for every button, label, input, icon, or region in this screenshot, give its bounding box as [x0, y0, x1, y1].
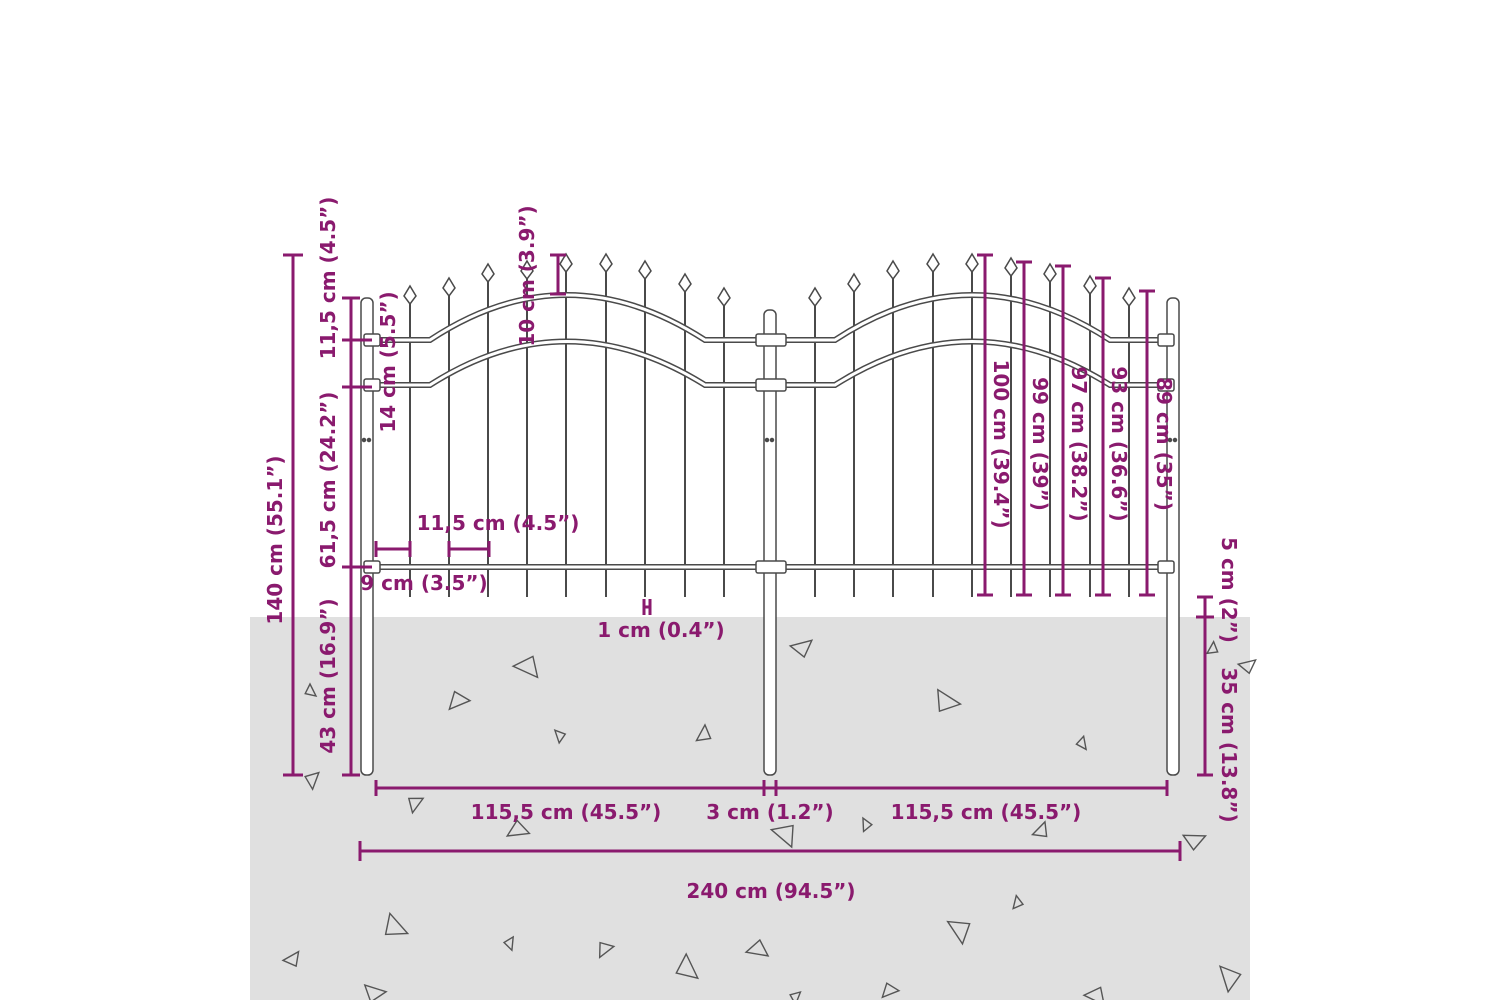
label-ground-clearance: 5 cm (2”) — [1217, 537, 1241, 643]
stone — [448, 690, 472, 711]
spike-tip — [808, 286, 822, 308]
right-post-bracket — [1157, 378, 1175, 392]
dimension-lines — [283, 253, 1214, 861]
right-upper-rail-inner — [776, 293, 1167, 342]
stone — [788, 639, 814, 659]
fence-drawing — [360, 252, 1180, 776]
label-spike-gap: 11,5 cm (4.5”) — [417, 511, 580, 535]
stone — [1236, 658, 1257, 675]
stone — [1181, 834, 1208, 852]
post-bolt — [361, 437, 367, 443]
spike-tip — [638, 259, 652, 281]
spike-tip — [442, 276, 456, 298]
post-bolt — [769, 437, 775, 443]
spike-tip — [847, 272, 861, 294]
right-lower-rail-inner — [776, 340, 1167, 387]
stone — [946, 920, 971, 946]
label-panel-left: 115,5 cm (45.5”) — [471, 800, 662, 824]
label-bar-99: 99 cm (39”) — [1028, 377, 1052, 511]
post-bolt — [1172, 437, 1178, 443]
label-underground: 43 cm (16.9”) — [316, 598, 340, 753]
middle-post-bracket — [755, 560, 787, 574]
stone — [769, 824, 794, 849]
stone — [675, 952, 700, 980]
stone — [744, 938, 770, 957]
stone — [553, 729, 567, 745]
spike-tip — [1083, 274, 1097, 296]
right-post-bracket — [1157, 560, 1175, 574]
spike-tip — [599, 252, 613, 274]
spike-tip — [926, 252, 940, 274]
spike-tip — [1004, 256, 1018, 278]
label-total-height: 140 cm (55.1”) — [263, 455, 287, 624]
ground-area — [250, 617, 1250, 1000]
fence-post — [360, 297, 374, 776]
left-upper-rail — [372, 292, 764, 343]
stone — [1218, 965, 1242, 994]
stone — [363, 983, 388, 1000]
stone — [1030, 820, 1048, 838]
stone — [1205, 640, 1219, 655]
label-panel-right: 115,5 cm (45.5”) — [891, 800, 1082, 824]
stone — [502, 935, 515, 952]
label-spike-height: 10 cm (3.9”) — [515, 205, 539, 346]
spike-tip — [559, 252, 573, 274]
spike-tip — [717, 286, 731, 308]
label-middle-section: 61,5 cm (24.2”) — [316, 392, 340, 569]
left-lower-rail-inner — [372, 340, 764, 387]
stone — [598, 941, 616, 959]
stone — [511, 655, 539, 679]
middle-post-bracket — [755, 378, 787, 392]
post-bolt — [1167, 437, 1173, 443]
ground-stones — [281, 639, 1257, 1000]
label-bar-100: 100 cm (39.4”) — [989, 359, 1013, 528]
fence-post — [1166, 297, 1180, 776]
label-post-underground: 35 cm (13.8”) — [1217, 667, 1241, 822]
stone — [304, 682, 318, 698]
left-upper-rail-inner — [372, 293, 764, 342]
label-post-width: 3 cm (1.2”) — [706, 800, 833, 824]
fence-post — [763, 309, 777, 776]
stone — [1012, 893, 1025, 910]
label-edge-gap: 9 cm (3.5”) — [360, 571, 487, 595]
stone — [304, 771, 320, 791]
label-bar-width: 1 cm (0.4”) — [597, 618, 724, 642]
spike-tip — [1122, 286, 1136, 308]
label-bar-89: 89 cm (35”) — [1152, 377, 1176, 511]
spike-tip — [403, 284, 417, 306]
stone — [1082, 986, 1106, 1000]
spike-tip — [886, 259, 900, 281]
label-bar-93: 93 cm (36.6”) — [1107, 366, 1131, 521]
right-post-bracket — [1157, 333, 1175, 347]
stone — [881, 982, 901, 999]
stone — [281, 950, 300, 968]
middle-post-bracket — [755, 333, 787, 347]
post-bolt — [366, 437, 372, 443]
spike-tip — [481, 262, 495, 284]
label-top-section: 11,5 cm (4.5”) — [316, 197, 340, 360]
stone — [407, 797, 425, 815]
label-total-width: 240 cm (94.5”) — [686, 879, 855, 903]
stone — [384, 911, 410, 936]
stone — [862, 816, 873, 833]
spike-tip — [965, 252, 979, 274]
left-lower-rail — [372, 338, 764, 388]
spike-tip — [520, 259, 534, 281]
stone — [1075, 734, 1088, 751]
dimension-labels: 140 cm (55.1”) 11,5 cm (4.5”) 14 cm (5.5… — [263, 197, 1241, 903]
stone — [505, 819, 531, 837]
spike-tip — [1043, 262, 1057, 284]
label-rail-gap: 14 cm (5.5”) — [376, 291, 400, 432]
spike-tip — [678, 272, 692, 294]
post-bolt — [764, 437, 770, 443]
stone — [695, 723, 712, 742]
label-bar-97: 97 cm (38.2”) — [1067, 366, 1091, 521]
stone — [937, 688, 963, 713]
